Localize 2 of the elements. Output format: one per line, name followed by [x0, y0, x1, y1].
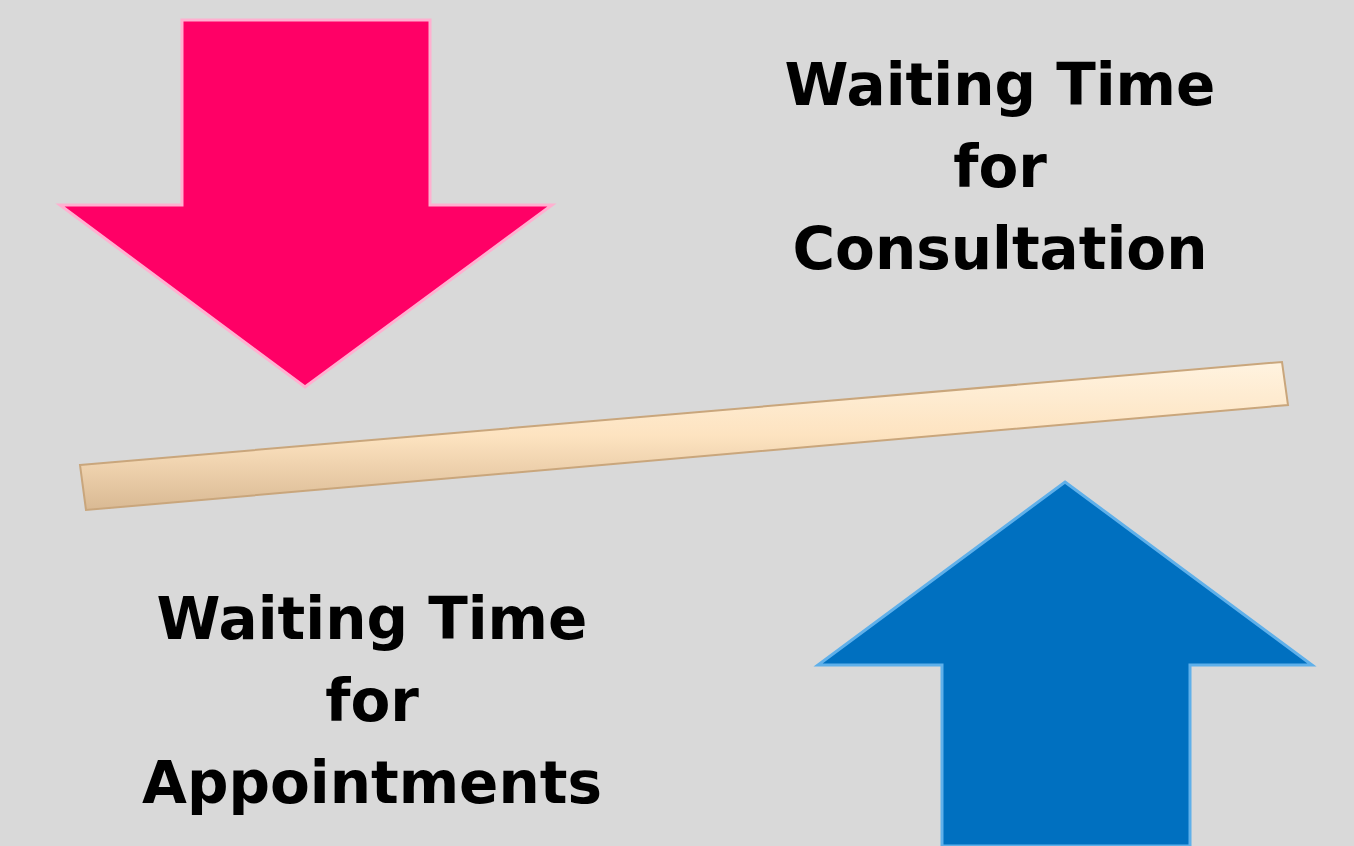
heading-text: Waiting Time for Consultation [783, 50, 1217, 285]
heading-text: Waiting Time for Appointments [141, 584, 603, 819]
